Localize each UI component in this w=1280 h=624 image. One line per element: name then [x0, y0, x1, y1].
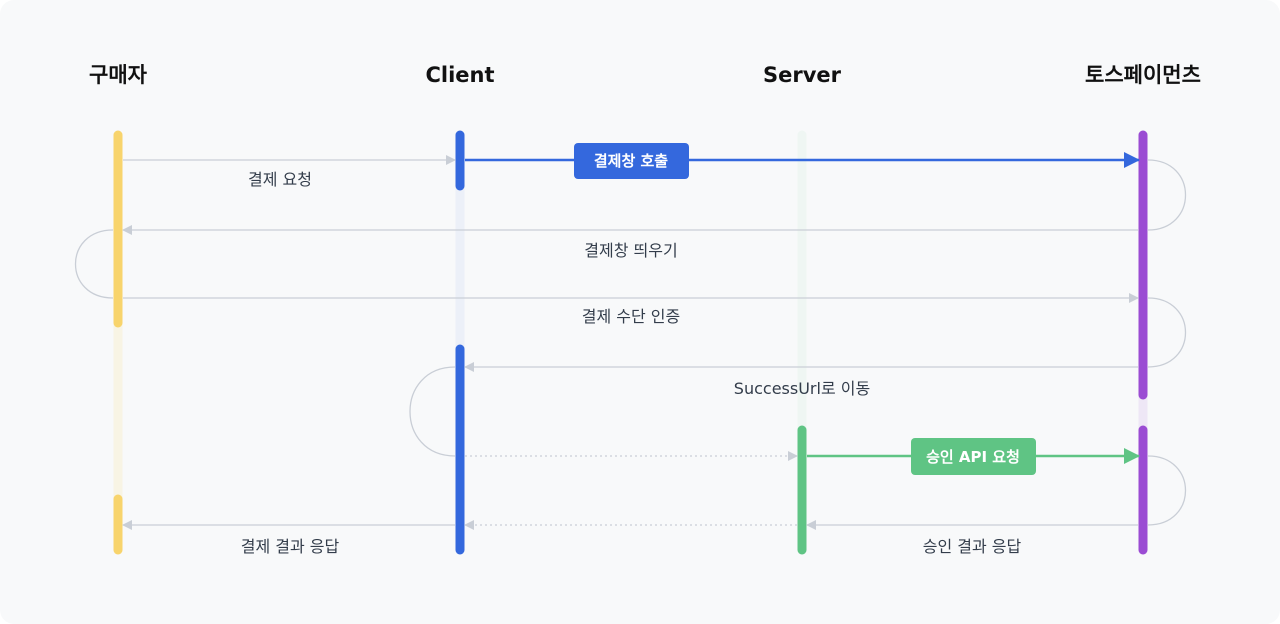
pill-open-pay-window: [574, 143, 689, 179]
label-pay-request: 결제 요청: [248, 170, 312, 189]
loop-toss-2: [1147, 297, 1186, 368]
loop-toss-3: [1147, 455, 1186, 526]
label-pay-result: 결제 결과 응답: [241, 537, 340, 556]
actor-client: Client: [425, 63, 494, 87]
loop-buyer: [75, 229, 114, 299]
label-auth-payment-method: 결제 수단 인증: [582, 307, 681, 326]
actor-toss: 토스페이먼츠: [1085, 63, 1201, 87]
pill-approve-request: [911, 438, 1036, 475]
label-approve-request: 승인 API 요청: [926, 448, 1020, 466]
label-redirect-success: SuccessUrl로 이동: [734, 379, 870, 398]
loop-toss-1: [1147, 159, 1187, 231]
label-approve-result: 승인 결과 응답: [923, 537, 1022, 556]
label-show-pay-window: 결제창 띄우기: [584, 241, 677, 260]
actor-server: Server: [763, 63, 842, 87]
actor-buyer: 구매자: [89, 63, 148, 87]
loop-client: [409, 366, 456, 457]
label-open-pay-window: 결제창 호출: [594, 152, 668, 170]
